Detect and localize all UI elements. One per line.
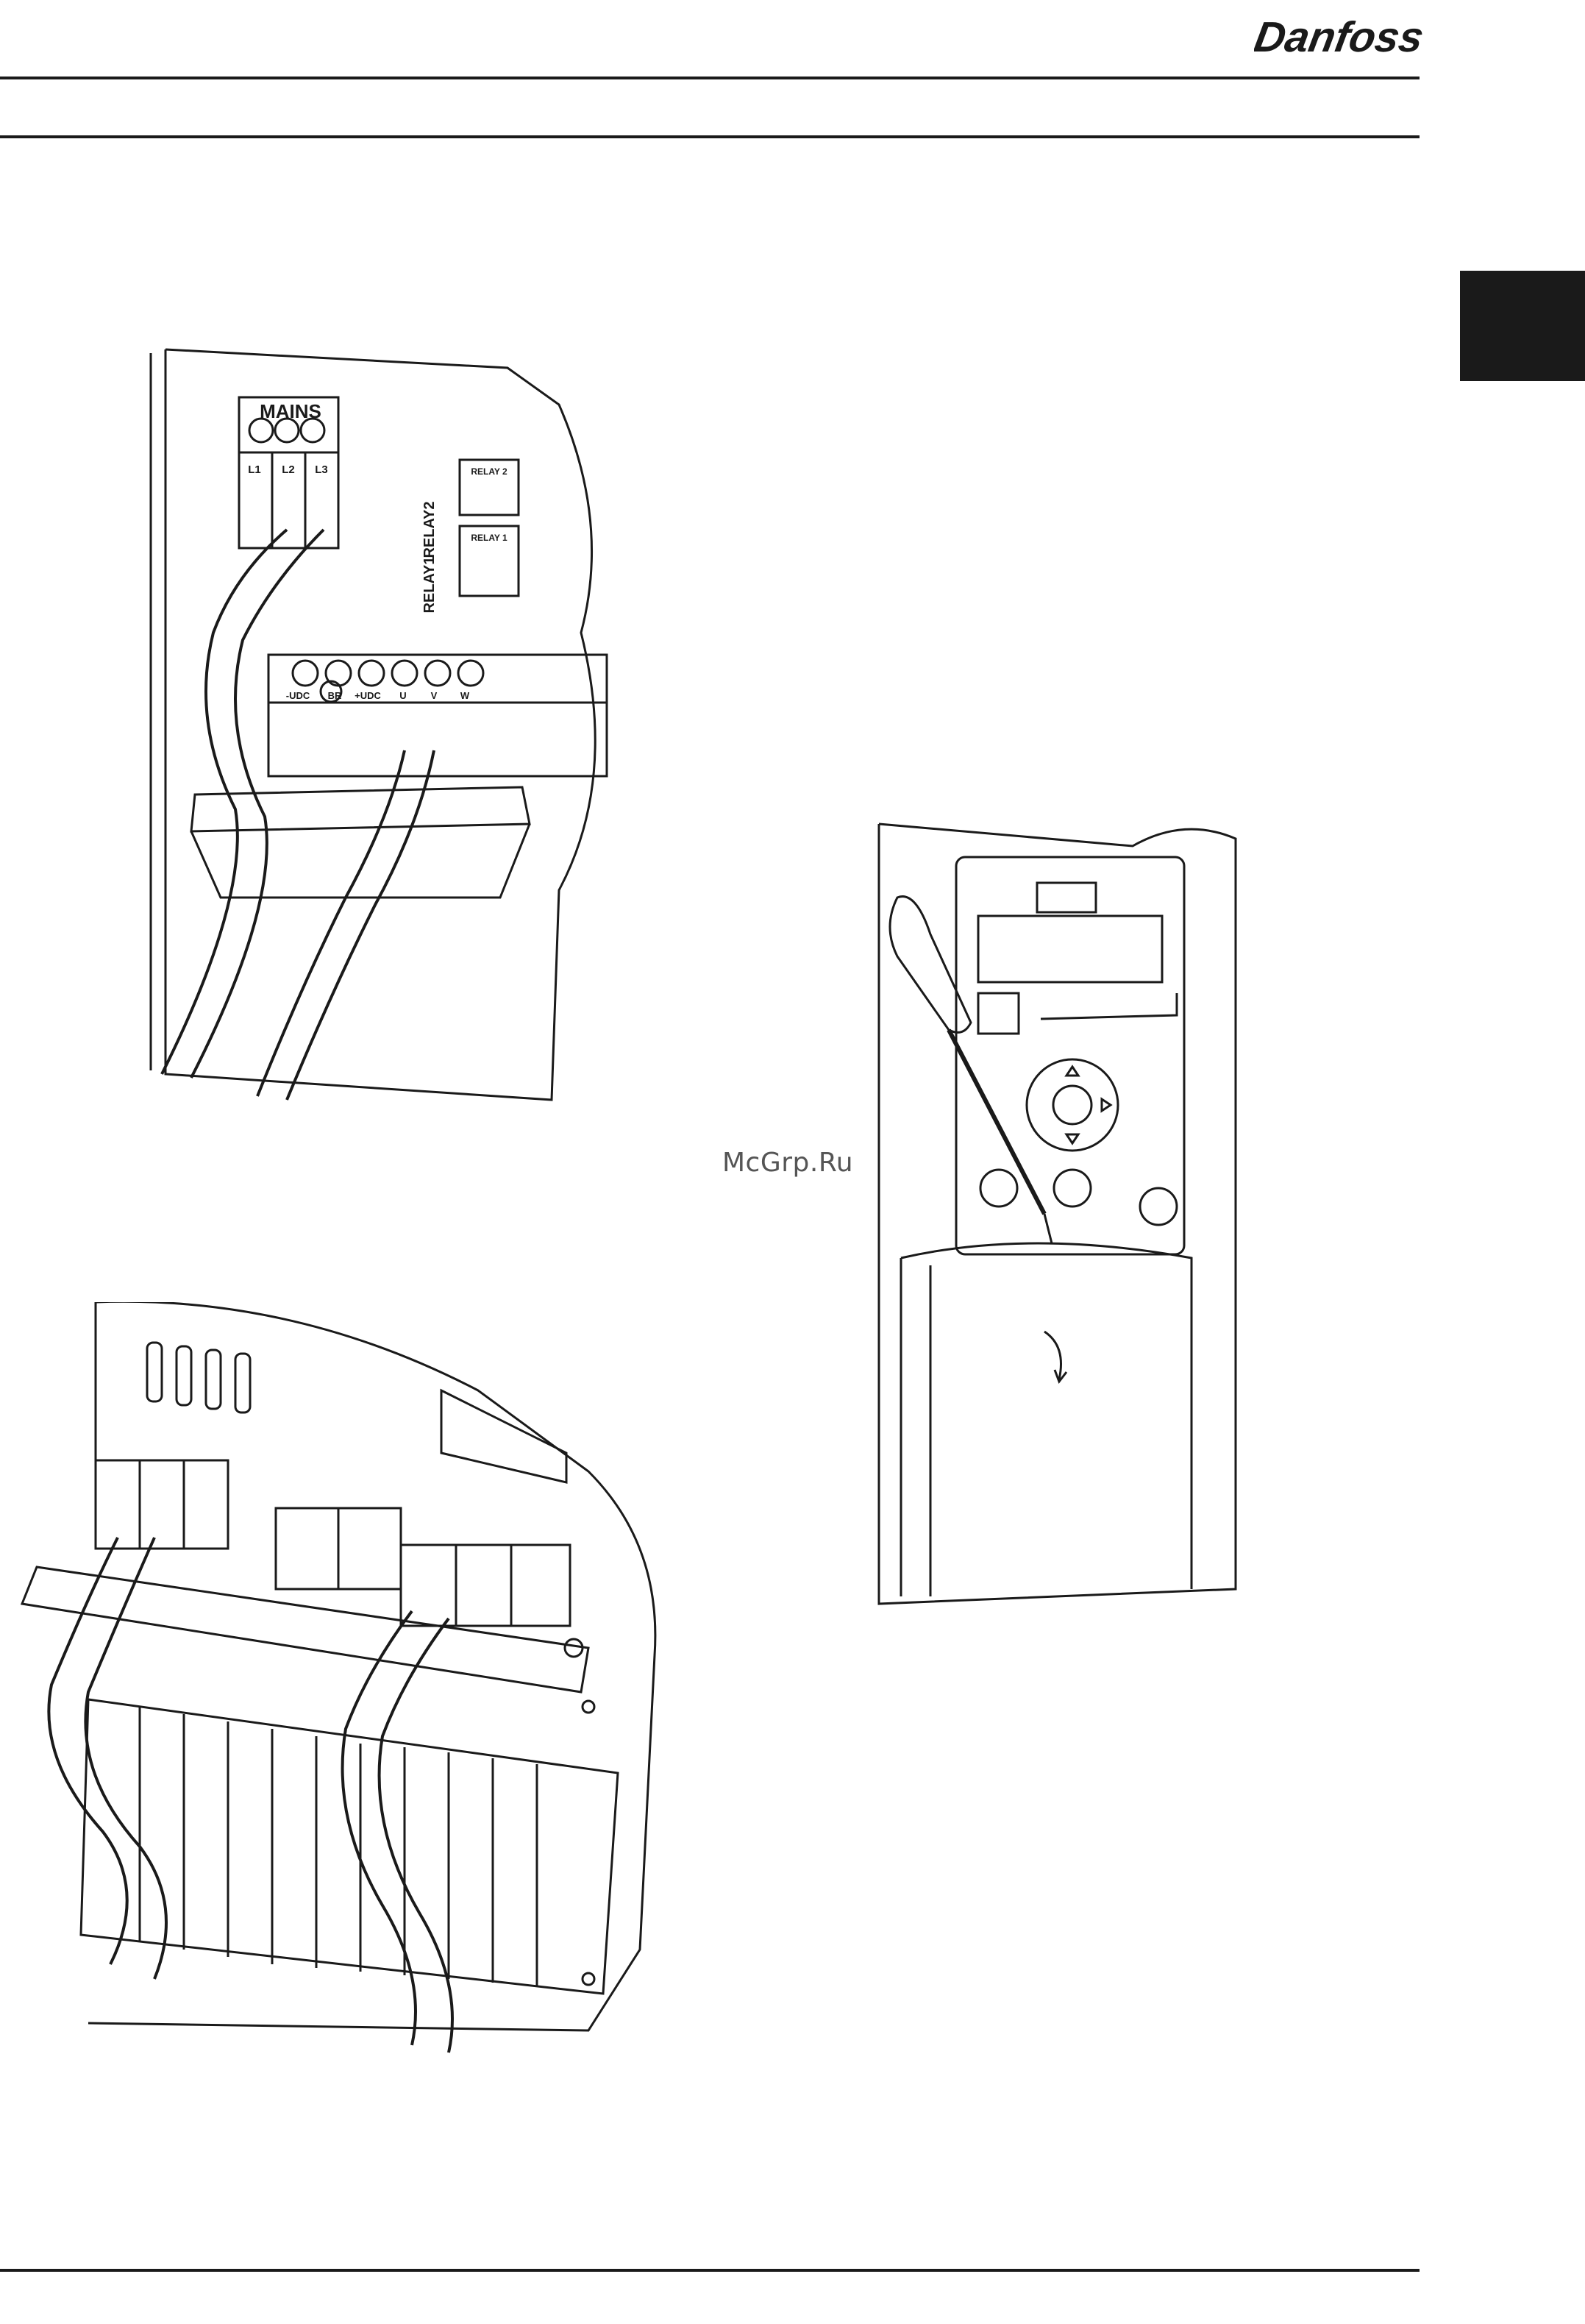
watermark-text: McGrp.Ru <box>722 1148 853 1178</box>
relay2-connector-label: RELAY 2 <box>471 466 507 477</box>
relay1-label: RELAY1 <box>421 556 438 613</box>
terminal-wiring-illustration: MAINS L1 L2 L3 RELAY2 RELAY1 RELAY 2 REL… <box>110 338 618 1111</box>
lcp-removal-illustration <box>868 817 1280 1618</box>
terminal-l2-label: L2 <box>282 463 295 476</box>
header-rule-bottom <box>0 135 1420 138</box>
danfoss-logo: Danfoss <box>1254 0 1423 66</box>
terminal-w-label: W <box>460 690 470 701</box>
terminal-l1-label: L1 <box>248 463 261 476</box>
relay1-connector-label: RELAY 1 <box>471 533 507 543</box>
svg-text:Danfoss: Danfoss <box>1254 13 1423 61</box>
terminal-udc-plus-label: +UDC <box>355 690 381 701</box>
mains-label: MAINS <box>260 400 321 422</box>
large-frame-wiring-illustration <box>0 1302 669 2060</box>
terminal-v-label: V <box>431 690 438 701</box>
chapter-tab <box>1460 271 1585 381</box>
footer-rule <box>0 2269 1420 2272</box>
terminal-udc-minus-label: -UDC <box>286 690 310 701</box>
terminal-u-label: U <box>399 690 406 701</box>
relay2-label: RELAY2 <box>421 501 438 558</box>
terminal-l3-label: L3 <box>315 463 328 476</box>
header-rule-top <box>0 77 1420 79</box>
